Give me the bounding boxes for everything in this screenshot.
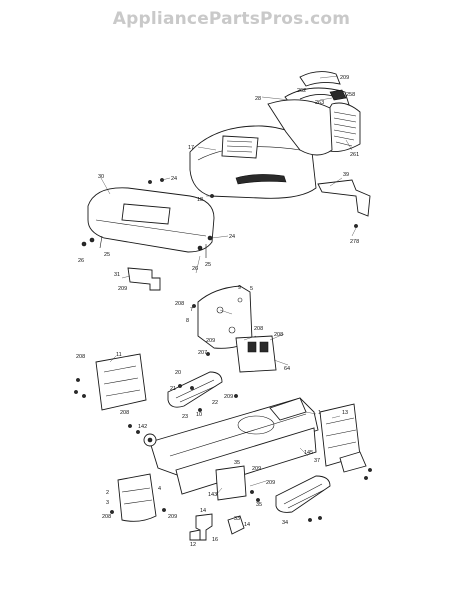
callout: 34: [282, 520, 288, 526]
callout: 7: [190, 307, 193, 313]
callout: 14: [200, 508, 206, 514]
clips[interactable]: [189, 513, 245, 541]
pivot-assembly[interactable]: [143, 433, 247, 501]
callout: 39: [343, 172, 349, 178]
callout: 5: [250, 286, 253, 292]
callout: 20: [175, 370, 181, 376]
callout: 209: [224, 394, 233, 400]
callout: 142: [138, 424, 147, 430]
callout: 207: [198, 350, 207, 356]
callout: 24: [229, 234, 235, 240]
callout: 209: [340, 75, 349, 81]
callout: 278: [350, 239, 359, 245]
callout: 10: [196, 412, 202, 418]
callout: 12: [190, 542, 196, 548]
callout: 28: [255, 96, 261, 102]
callout: 209: [252, 466, 261, 472]
callout: 18: [197, 197, 203, 203]
callout: 30: [98, 174, 104, 180]
callout: 64: [284, 366, 290, 372]
callout: 31: [114, 272, 120, 278]
callout: 209: [168, 514, 177, 520]
callout: 8: [186, 318, 189, 324]
callout-labels: 209 262 258 28 263 261 17 39 278 30 24 1…: [76, 75, 359, 548]
callout: 209: [118, 286, 127, 292]
callout: 21: [170, 386, 176, 392]
footrest-right[interactable]: [275, 475, 331, 513]
callout: 262: [297, 88, 306, 94]
callout: 24: [171, 176, 177, 182]
callout: 37: [314, 458, 320, 464]
callout: 208: [120, 410, 129, 416]
hardware: [74, 178, 372, 522]
callout: 35: [234, 460, 240, 466]
front-support[interactable]: [117, 473, 157, 522]
callout: 145: [304, 450, 313, 456]
seat-bracket[interactable]: [127, 267, 161, 291]
callout: 11: [116, 352, 122, 358]
callout: 261: [350, 152, 359, 158]
callout: 16: [212, 537, 218, 543]
callout: 258: [346, 92, 355, 98]
right-side-panel[interactable]: [319, 403, 367, 473]
callout: 263: [315, 100, 324, 106]
callout: 143: [208, 492, 217, 498]
callout: 1: [318, 410, 321, 416]
callout: 26: [78, 258, 84, 264]
main-frame[interactable]: [149, 397, 319, 495]
callout: 208: [274, 332, 283, 338]
callout: 26: [192, 266, 198, 272]
callout: 208: [254, 326, 263, 332]
callout: 209: [266, 480, 275, 486]
callout: 22: [212, 400, 218, 406]
seat-fender[interactable]: [87, 187, 215, 258]
callout: 25: [104, 252, 110, 258]
callout: 2: [106, 490, 109, 496]
leader-lines: [100, 75, 357, 496]
callout: 13: [342, 410, 348, 416]
callout: 4: [158, 486, 161, 492]
callout: 209: [206, 338, 215, 344]
callout: 14: [244, 522, 250, 528]
left-side-panel[interactable]: [76, 353, 147, 411]
callout: 9: [238, 285, 241, 291]
callout: 25: [205, 262, 211, 268]
callout: 208: [76, 354, 85, 360]
hood[interactable]: [189, 99, 333, 199]
footrest-left[interactable]: [167, 371, 223, 408]
callout: 208: [175, 301, 184, 307]
callout: 35: [256, 502, 262, 508]
watermark-text: AppliancePartsPros.com: [112, 9, 351, 29]
callout: 23: [182, 414, 188, 420]
callout: 208: [102, 514, 111, 520]
callout: 33: [234, 516, 240, 522]
dash-panel[interactable]: [197, 285, 277, 373]
callout: 17: [188, 145, 194, 151]
callout: 3: [106, 500, 109, 506]
hood-bracket[interactable]: [317, 179, 371, 228]
